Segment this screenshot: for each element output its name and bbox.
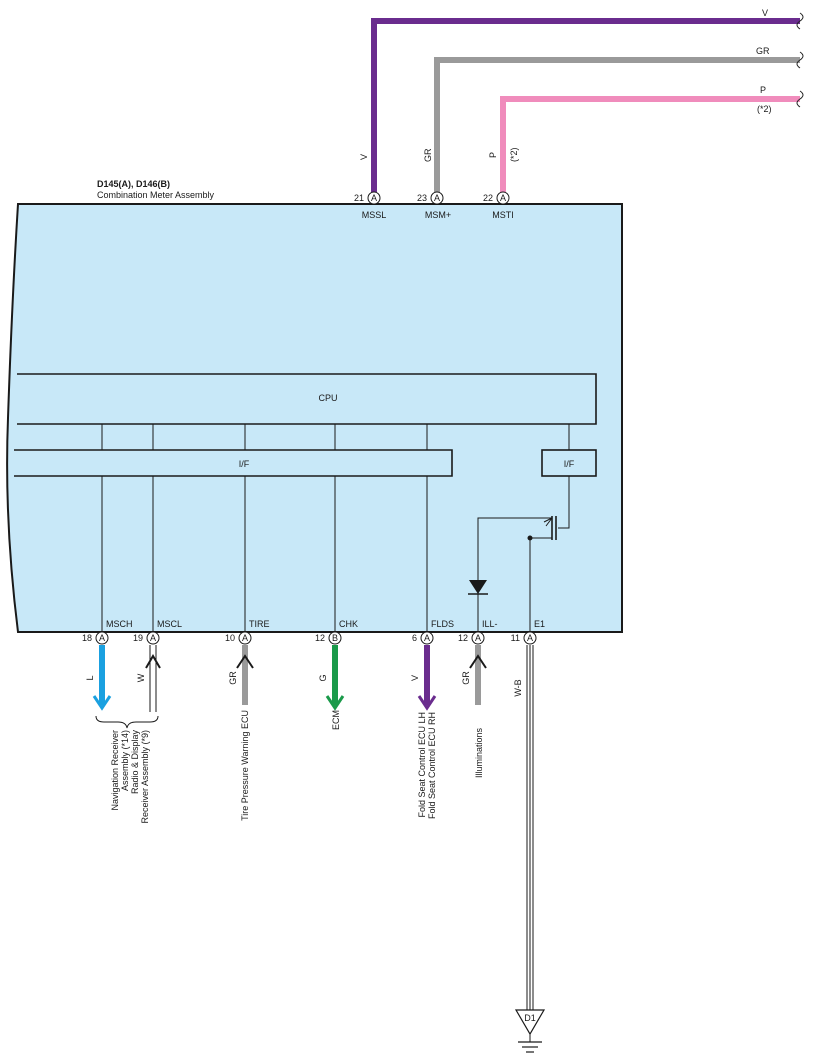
diode-icon: [468, 580, 488, 595]
top-pin-23-signal: MSM+: [425, 210, 451, 220]
bottom-wire-msch: L: [85, 645, 112, 711]
bottom-wire-flds-code: V: [410, 675, 420, 681]
bottom-pin-mscl-number: 19: [133, 633, 143, 643]
top-wire-v-end-label: V: [762, 8, 768, 18]
bottom-pin-flds: A6 FLDS: [412, 619, 454, 645]
if-pin-links: [101, 476, 428, 632]
bottom-pin-msch-conn: A: [99, 633, 105, 643]
bottom-pin-chk-signal: CHK: [339, 619, 358, 629]
bottom-pin-e1-conn: A: [527, 633, 533, 643]
bottom-wire-msch-code: L: [85, 675, 95, 680]
bottom-pin-ill-signal: ILL-: [482, 619, 498, 629]
top-wire-v: V V: [359, 8, 804, 192]
bottom-pin-e1: A 11 E1: [511, 619, 545, 645]
nav-line-3: Radio & Display: [130, 730, 140, 795]
bottom-pin-chk-conn: B: [332, 633, 338, 643]
bottom-wire-ill: GR: [461, 645, 487, 705]
component-box: [6, 203, 623, 633]
bottom-wire-ill-code: GR: [461, 671, 471, 685]
fold-line-1: Fold Seat Control ECU LH: [417, 712, 427, 818]
tire-ecu-label: Tire Pressure Warning ECU: [240, 710, 250, 821]
bottom-wire-flds: V: [410, 645, 437, 711]
bottom-pin-ill-conn: A: [475, 633, 481, 643]
bottom-pin-flds-signal: FLDS: [431, 619, 454, 629]
bottom-pin-chk: B 12 CHK: [315, 619, 358, 645]
bottom-wire-tire: GR: [228, 645, 254, 705]
illuminations-label: Illuminations: [474, 728, 484, 779]
top-pin-22-signal: MSTI: [492, 210, 514, 220]
bottom-pin-flds-conn: A: [424, 633, 430, 643]
bottom-pin-mscl-signal: MSCL: [157, 619, 182, 629]
top-pin-21: A 21 MSSL: [354, 191, 387, 220]
bottom-pin-mscl-conn: A: [150, 633, 156, 643]
bottom-wire-chk-code: G: [318, 674, 328, 681]
nav-brace: [95, 715, 159, 729]
top-wire-p: P (*2) P (*2): [488, 85, 804, 192]
nav-line-2: Assembly (*14): [120, 730, 130, 791]
bottom-wire-mscl-code: W: [136, 673, 146, 682]
top-pin-21-number: 21: [354, 193, 364, 203]
bottom-pin-tire: A 10 TIRE: [225, 619, 270, 645]
ecm-label: ECM: [331, 710, 341, 730]
top-pin-23: A 23 MSM+: [417, 191, 451, 220]
bottom-pin-tire-conn: A: [242, 633, 248, 643]
bottom-pin-msch-signal: MSCH: [106, 619, 133, 629]
bottom-wire-mscl: W: [136, 645, 161, 712]
ground-label: D1: [524, 1013, 536, 1023]
top-wire-p-end-label: P: [760, 85, 766, 95]
bottom-wires: L W GR G V GR W-B: [85, 645, 534, 1010]
bottom-pin-tire-number: 10: [225, 633, 235, 643]
svg-text:A: A: [500, 193, 506, 203]
bottom-wire-chk: G: [318, 645, 345, 711]
bottom-wire-tire-code: GR: [228, 671, 238, 685]
cpu-label: CPU: [318, 393, 337, 403]
cpu-block: CPU: [17, 373, 597, 425]
top-pin-22: A 22 MSTI: [483, 191, 514, 220]
if-main-label: I/F: [239, 459, 250, 469]
top-wire-v-code: V: [359, 154, 369, 160]
top-pin-23-number: 23: [417, 193, 427, 203]
top-wire-gr-code: GR: [423, 148, 433, 162]
bottom-pin-flds-number: 6: [412, 633, 417, 643]
fold-line-2: Fold Seat Control ECU RH: [427, 712, 437, 819]
bottom-pin-ill-number: 12: [458, 633, 468, 643]
top-pin-22-number: 22: [483, 193, 493, 203]
ground-symbol: D1: [514, 1009, 546, 1053]
component-subtitle: Combination Meter Assembly: [97, 190, 215, 200]
bottom-pin-ill: A 12 ILL-: [458, 619, 498, 645]
top-wire-p-code: P: [488, 152, 498, 158]
top-wire-p-end-note: (*2): [757, 104, 772, 114]
bottom-wire-e1: W-B: [513, 645, 534, 1010]
top-pins: A 21 MSSL A 23 MSM+ A 22 MSTI: [354, 191, 514, 220]
svg-text:A: A: [434, 193, 440, 203]
top-wire-p-note: (*2): [509, 147, 519, 162]
svg-text:A: A: [371, 193, 377, 203]
bottom-pin-msch-number: 18: [82, 633, 92, 643]
bottom-pin-chk-number: 12: [315, 633, 325, 643]
cpu-if-links: [101, 424, 570, 450]
bottom-pin-tire-signal: TIRE: [249, 619, 270, 629]
top-wire-gr-end-label: GR: [756, 46, 770, 56]
nav-line-1: Navigation Receiver: [110, 730, 120, 811]
bottom-pin-e1-number: 11: [511, 633, 520, 643]
bottom-wire-e1-code: W-B: [513, 679, 523, 696]
top-pin-21-signal: MSSL: [362, 210, 387, 220]
top-wire-gr: GR GR: [423, 46, 804, 192]
if-main-block: I/F: [14, 449, 453, 477]
if-right-label: I/F: [564, 459, 575, 469]
bottom-pin-e1-signal: E1: [534, 619, 545, 629]
nav-line-4: Receiver Assembly (*9): [140, 730, 150, 824]
bottom-pin-msch: A 18 MSCH: [82, 619, 133, 645]
bottom-pins: A18MSCHA19MSCLA10TIREB12CHKA6FLDSA12ILL-…: [82, 619, 545, 645]
component-title: D145(A), D146(B): [97, 179, 170, 189]
destination-labels: Navigation Receiver Assembly (*14) Radio…: [110, 710, 484, 824]
bottom-pin-mscl: A 19 MSCL: [133, 619, 182, 645]
